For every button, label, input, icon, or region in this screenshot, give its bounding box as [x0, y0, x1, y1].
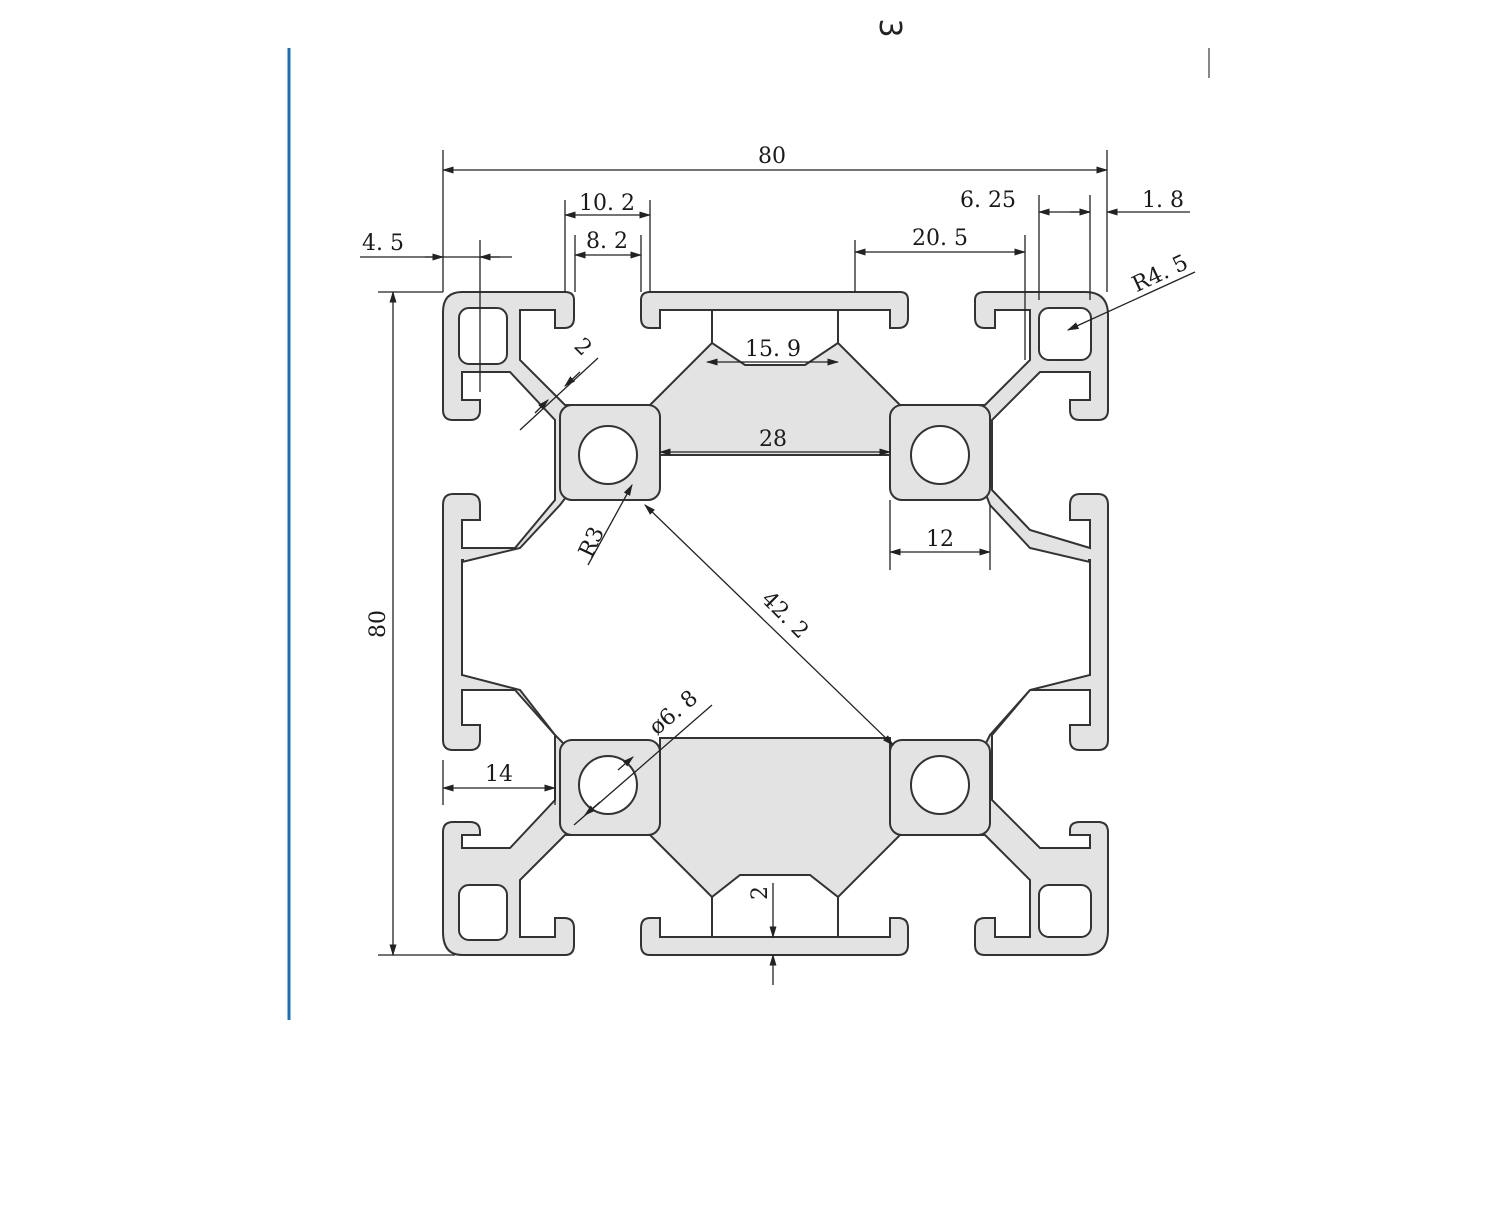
dim-8-2: 8. 2 — [586, 229, 628, 254]
core-hole-tl — [578, 425, 638, 485]
dim-height-80: 80 — [366, 610, 391, 638]
top-mark-text: 3 — [872, 18, 907, 37]
dim-20-5: 20. 5 — [912, 226, 968, 251]
dim-28: 28 — [759, 427, 787, 452]
dim-15-9: 15. 9 — [745, 337, 801, 362]
dim-r4-5: R4. 5 — [1128, 250, 1192, 297]
dim-2-bottom: 2 — [748, 886, 773, 900]
core-hole-tr — [910, 425, 970, 485]
dim-width-80: 80 — [758, 144, 786, 169]
core-hole-br — [910, 755, 970, 815]
dim-2-wall: 2 — [569, 334, 597, 362]
dim-1-8: 1. 8 — [1142, 188, 1184, 213]
dim-14: 14 — [485, 762, 513, 787]
core-hole-bl — [578, 755, 638, 815]
dimension-lines — [360, 150, 1196, 985]
dim-4-5: 4. 5 — [362, 231, 404, 256]
dim-10-2: 10. 2 — [579, 191, 635, 216]
dim-6-25: 6. 25 — [960, 188, 1016, 213]
dim-12: 12 — [926, 527, 954, 552]
